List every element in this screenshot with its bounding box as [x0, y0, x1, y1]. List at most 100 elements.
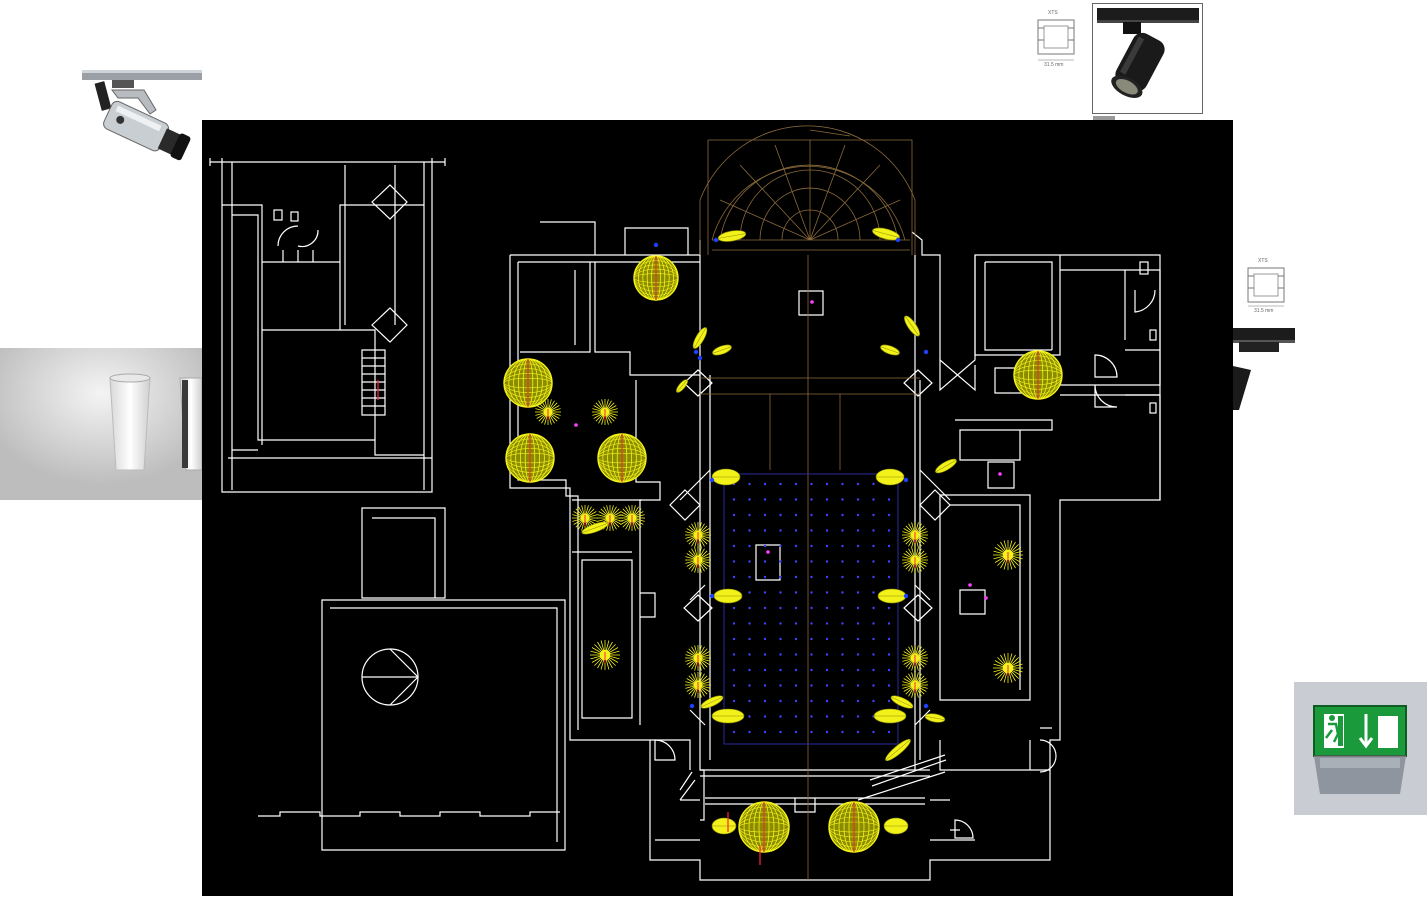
grid-dot: [779, 529, 782, 532]
grid-dot: [872, 684, 875, 687]
grid-dot: [887, 699, 891, 703]
grid-dot: [794, 637, 798, 641]
blue-marker: [709, 477, 715, 483]
grid-dot: [872, 482, 875, 486]
starburst-fixture: [619, 505, 645, 531]
grid-dot: [856, 529, 860, 532]
light-fixtures: [503, 227, 1063, 853]
grid-dot: [841, 544, 844, 548]
grid-dot: [794, 513, 798, 517]
grid-dot: [887, 560, 891, 563]
blue-marker: [923, 349, 929, 355]
grid-dot: [763, 513, 767, 517]
grid-dot: [763, 482, 767, 486]
grid-dot: [872, 575, 875, 579]
grid-dot: [887, 529, 891, 532]
beam-fixture: [713, 588, 743, 604]
blue-marker: [903, 477, 909, 483]
wall-lines: [209, 158, 1161, 881]
grid-dot: [810, 591, 813, 594]
fixture-markers: [377, 237, 1002, 865]
beam-fixture: [581, 521, 609, 535]
grid-dot: [856, 575, 860, 579]
grid-dot: [748, 730, 751, 734]
grid-dot: [887, 575, 891, 579]
magenta-marker: [998, 472, 1002, 476]
exit-sign-icon: [1313, 705, 1407, 794]
grid-dot: [825, 513, 829, 517]
beam-fixture: [880, 344, 900, 356]
grid-dot: [748, 699, 751, 703]
grid-dot: [763, 653, 767, 656]
starburst-fixture: [902, 522, 928, 548]
grid-dot: [748, 637, 751, 641]
grid-dot: [748, 575, 751, 579]
grid-dot: [810, 730, 813, 734]
track-connector-stub: [1093, 116, 1115, 120]
grid-dot: [748, 715, 751, 718]
grid-dot: [810, 575, 813, 579]
grid-dot: [825, 668, 829, 672]
exit-sign-photo: [1294, 682, 1427, 815]
grid-dot: [856, 560, 860, 563]
grid-dot: [825, 684, 829, 687]
globe-fixture: [633, 255, 679, 301]
track-cylinder-spot-icon: [1097, 8, 1199, 98]
grid-dot: [779, 591, 782, 594]
grid-dot: [810, 653, 813, 656]
grid-dot: [887, 513, 891, 517]
grid-dot: [872, 622, 875, 625]
grid-dot: [779, 622, 782, 625]
grid-dot: [841, 622, 844, 625]
grid-dot: [872, 544, 875, 548]
grid-dot: [794, 591, 798, 594]
grid-dot: [841, 684, 844, 687]
profile-drawing-1: XTS 31.5 mm: [1034, 8, 1084, 68]
globe-fixture: [828, 801, 880, 853]
grid-dot: [748, 591, 751, 594]
starburst-fixture: [993, 540, 1023, 570]
grid-dot: [841, 529, 844, 532]
grid-dot: [856, 606, 860, 610]
magenta-marker: [810, 300, 814, 304]
grid-dot: [779, 653, 782, 656]
grid-dot: [748, 606, 751, 610]
grid-dot: [810, 498, 813, 501]
blue-marker: [653, 242, 659, 248]
grid-dot: [732, 606, 736, 610]
grid-dot: [825, 699, 829, 703]
grid-dot: [810, 637, 813, 641]
grid-dot: [887, 668, 891, 672]
grid-dot: [763, 699, 767, 703]
grid-dot: [856, 622, 860, 625]
beam-fixture: [711, 708, 745, 724]
grid-dot: [810, 668, 813, 672]
beam-fixture: [885, 738, 911, 762]
track-spot-partial-photo: [1233, 326, 1297, 410]
grid-dot: [841, 482, 844, 486]
down-arrow-icon: [1358, 714, 1374, 749]
grid-dot: [841, 730, 844, 734]
grid-dot: [872, 591, 875, 594]
grid-dot: [732, 684, 736, 687]
grid-dot: [856, 498, 860, 501]
grid-dot: [748, 668, 751, 672]
grid-dot: [763, 668, 767, 672]
profile-code-1: XTS: [1048, 10, 1058, 16]
grid-dot: [872, 498, 875, 501]
grid-dot: [810, 513, 813, 517]
globe-fixture: [597, 433, 647, 483]
grid-dot: [748, 560, 751, 563]
grid-dot: [872, 513, 875, 517]
beam-fixture: [877, 588, 907, 604]
magenta-marker: [766, 550, 770, 554]
grid-dot: [841, 560, 844, 563]
grid-dot: [887, 544, 891, 548]
beam-fixture: [883, 817, 909, 835]
grid-dot: [794, 699, 798, 703]
running-man-icon: [1324, 714, 1344, 748]
blue-marker: [895, 237, 901, 243]
grid-dot: [732, 622, 736, 625]
profile-width-label-2: 31.5 mm: [1254, 308, 1273, 314]
grid-dot: [810, 560, 813, 563]
